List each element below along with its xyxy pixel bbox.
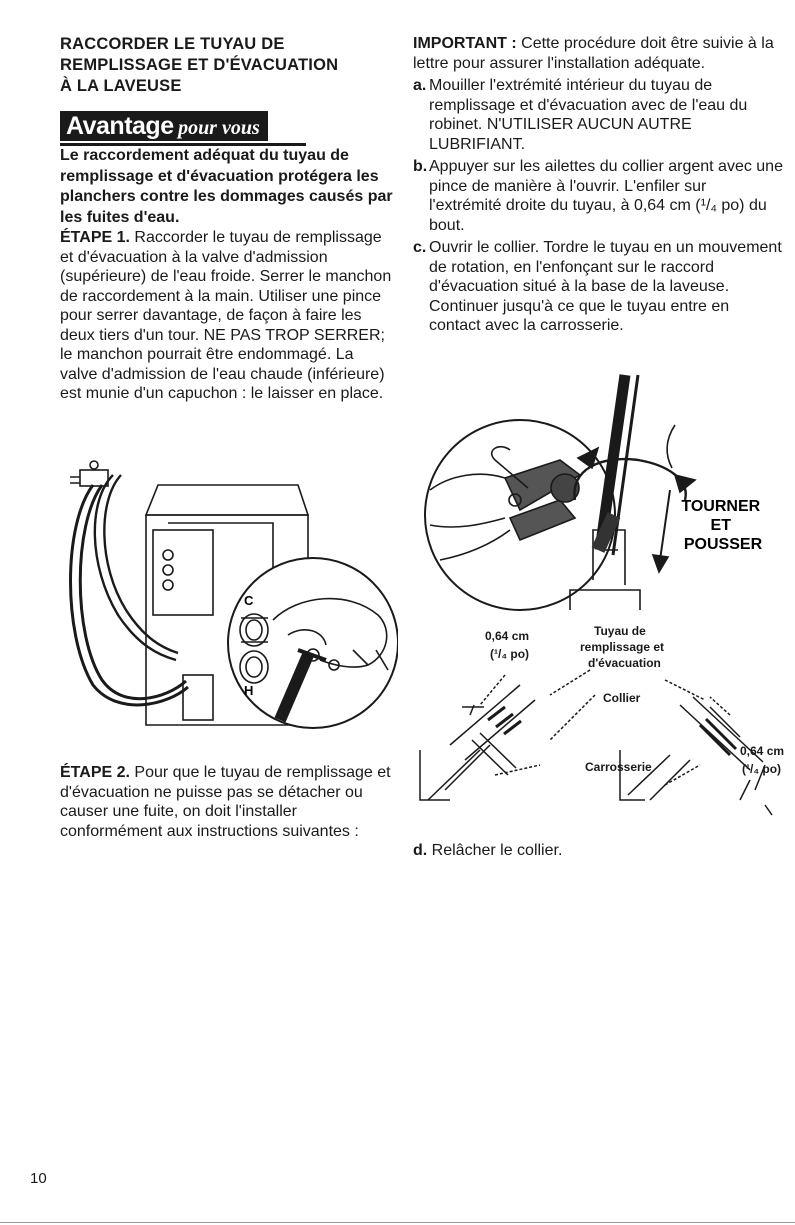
step-d: d. Relâcher le collier. [413,842,562,860]
badge-main-text: Avantage [66,112,174,140]
step-1: ÉTAPE 1. Raccorder le tuyau de remplissa… [60,228,395,404]
step-a: a.Mouiller l'extrémité intérieur du tuya… [413,76,783,154]
section-heading: RACCORDER LE TUYAU DE REMPLISSAGE ET D'É… [60,34,395,97]
cold-valve-label: C [244,593,254,608]
step-a-text: Mouiller l'extrémité intérieur du tuyau … [429,77,748,153]
page-number: 10 [30,1170,47,1187]
svg-text:TOURNER ET POUSSER: TOURNER ET POUSSER [681,498,764,553]
caption-pousser: POUSSER [684,536,763,553]
caption-tourner: TOURNER [681,498,760,515]
hose-label-2: remplissage et [580,640,664,654]
step-b-text: Appuyer sur les ailettes du collier arge… [429,158,783,234]
step-d-marker: d. [413,842,428,859]
caption-et: ET [711,517,732,534]
dim-left-cm: 0,64 cm [485,629,529,643]
step-2-label: ÉTAPE 2. [60,764,130,781]
instruction-steps: a.Mouiller l'extrémité intérieur du tuya… [413,76,783,336]
heading-line-3: À LA LAVEUSE [60,77,182,95]
dim-left-in: (¹/₄ po) [490,647,529,661]
heading-line-2: REMPLISSAGE ET D'ÉVACUATION [60,56,339,74]
important-label: IMPORTANT : [413,35,517,52]
step-1-label: ÉTAPE 1. [60,229,130,246]
step-1-text: Raccorder le tuyau de remplissage et d'é… [60,229,392,402]
step-2: ÉTAPE 2. Pour que le tuyau de remplissag… [60,763,395,841]
left-column: RACCORDER LE TUYAU DE REMPLISSAGE ET D'É… [60,34,395,404]
step-a-marker: a. [413,77,427,94]
step-2-text: Pour que le tuyau de remplissage et d'év… [60,764,391,840]
badge-italic-text: pour vous [178,117,260,139]
important-text: Cette procédure doit être suivie à la le… [413,35,774,72]
clamp-position-diagram: 0,64 cm (¹/₄ po) Tuyau de remplissage et… [419,624,784,816]
important-note: IMPORTANT : Cette procédure doit être su… [413,34,783,73]
pliers-twist-illustration: TOURNER ET POUSSER [424,374,764,611]
step-b-marker: b. [413,158,428,175]
badge-underline [60,143,306,146]
hose-label-1: Tuyau de [594,624,646,638]
clamp-label: Collier [603,691,641,705]
hose-label-3: d'évacuation [588,656,661,670]
dim-right-cm: 0,64 cm [740,744,784,758]
advantage-badge: Avantage pour vous [60,111,268,141]
step-c: c.Ouvrir le collier. Tordre le tuyau en … [413,238,783,336]
right-column: IMPORTANT : Cette procédure doit être su… [413,34,783,336]
washer-hose-illustration: C H [69,460,398,729]
heading-line-1: RACCORDER LE TUYAU DE [60,35,285,53]
benefit-text: Le raccordement adéquat du tuyau de remp… [60,147,393,226]
step-c-text: Ouvrir le collier. Tordre le tuyau en un… [429,239,782,334]
step-c-marker: c. [413,239,427,256]
page-bottom-edge [0,1222,795,1223]
hot-valve-label: H [244,683,253,698]
body-label: Carrosserie [585,760,652,774]
dim-right-in: (¹/₄ po) [742,762,781,776]
step-b: b.Appuyer sur les ailettes du collier ar… [413,157,783,235]
step-d-text: Relâcher le collier. [431,842,563,859]
